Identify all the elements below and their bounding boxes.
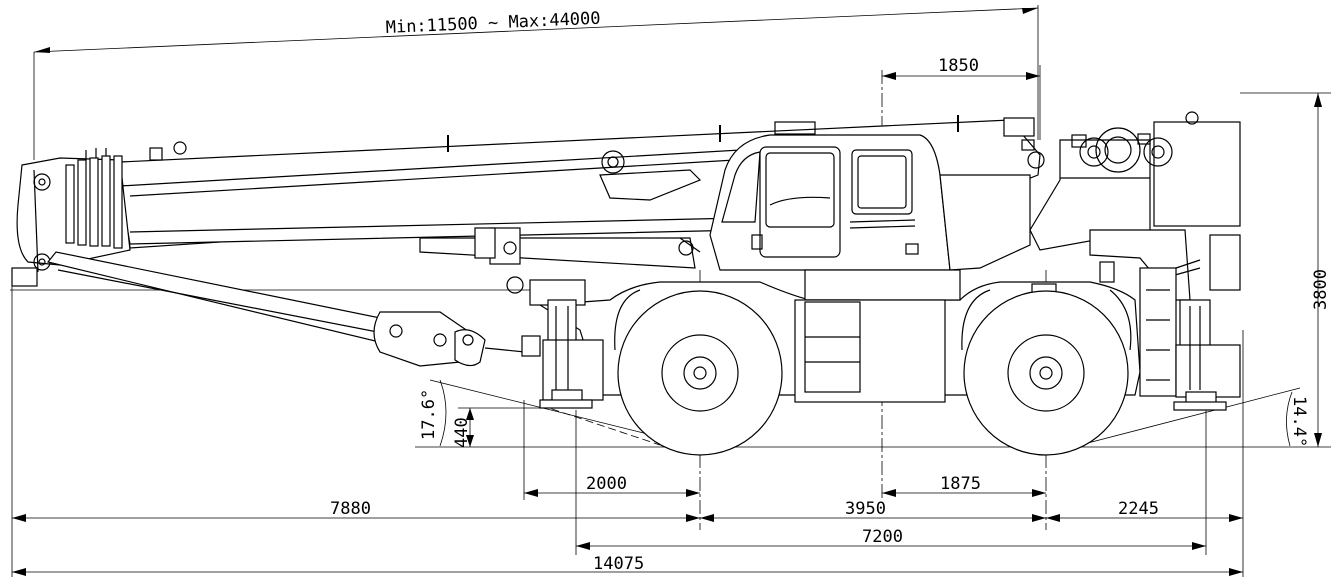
departure-angle-arc (1286, 391, 1293, 447)
clearance-height-dimension: 440 (452, 408, 474, 448)
clearance-height-label: 440 (452, 417, 472, 448)
approach-angle-arc (439, 379, 447, 447)
folded-jib (46, 251, 526, 367)
approach-angle-dash (539, 404, 661, 446)
rear-overhang-dimension: 2245 (1046, 499, 1243, 522)
luffing-cylinder (419, 227, 701, 269)
outrigger-span-label: 7200 (862, 527, 903, 547)
boom-length-dimension: Min:11500 ~ Max:44000 (33, 7, 1039, 53)
wheelbase-dimension: 3950 (700, 499, 1046, 522)
front-overhang-dimension: 7880 (12, 499, 700, 522)
rear-axle-offset-label: 1875 (940, 474, 981, 494)
wheelbase-label: 3950 (845, 499, 886, 519)
front-outrigger (506, 276, 604, 409)
rear-axle-offset-dimension: 1875 (882, 474, 1046, 497)
outrigger-span-dimension: 7200 (576, 527, 1206, 550)
front-overhang-label: 7880 (330, 499, 371, 519)
departure-angle-line (1079, 387, 1301, 446)
front-axle-outrigger-dimension: 2000 (524, 474, 700, 497)
rear-wheel (961, 289, 1132, 456)
overall-length-dimension: 14075 (12, 554, 1243, 576)
rear-outrigger (1139, 234, 1241, 411)
operator-cab (709, 121, 951, 271)
overall-height-label: 3800 (1311, 269, 1331, 310)
slew-offset-label: 1850 (938, 56, 979, 76)
overall-length-label: 14075 (593, 554, 644, 574)
front-axle-outrigger-label: 2000 (586, 474, 627, 494)
overall-height-dimension: 3800 (1311, 93, 1331, 447)
front-wheel (614, 289, 783, 456)
boom-length-label: Min:11500 ~ Max:44000 (385, 9, 601, 38)
approach-angle-label: 17.6° (419, 389, 439, 440)
departure-angle-label: 14.4° (1289, 396, 1309, 447)
slew-offset-dimension: 1850 (882, 56, 1040, 80)
rear-overhang-label: 2245 (1118, 499, 1159, 519)
